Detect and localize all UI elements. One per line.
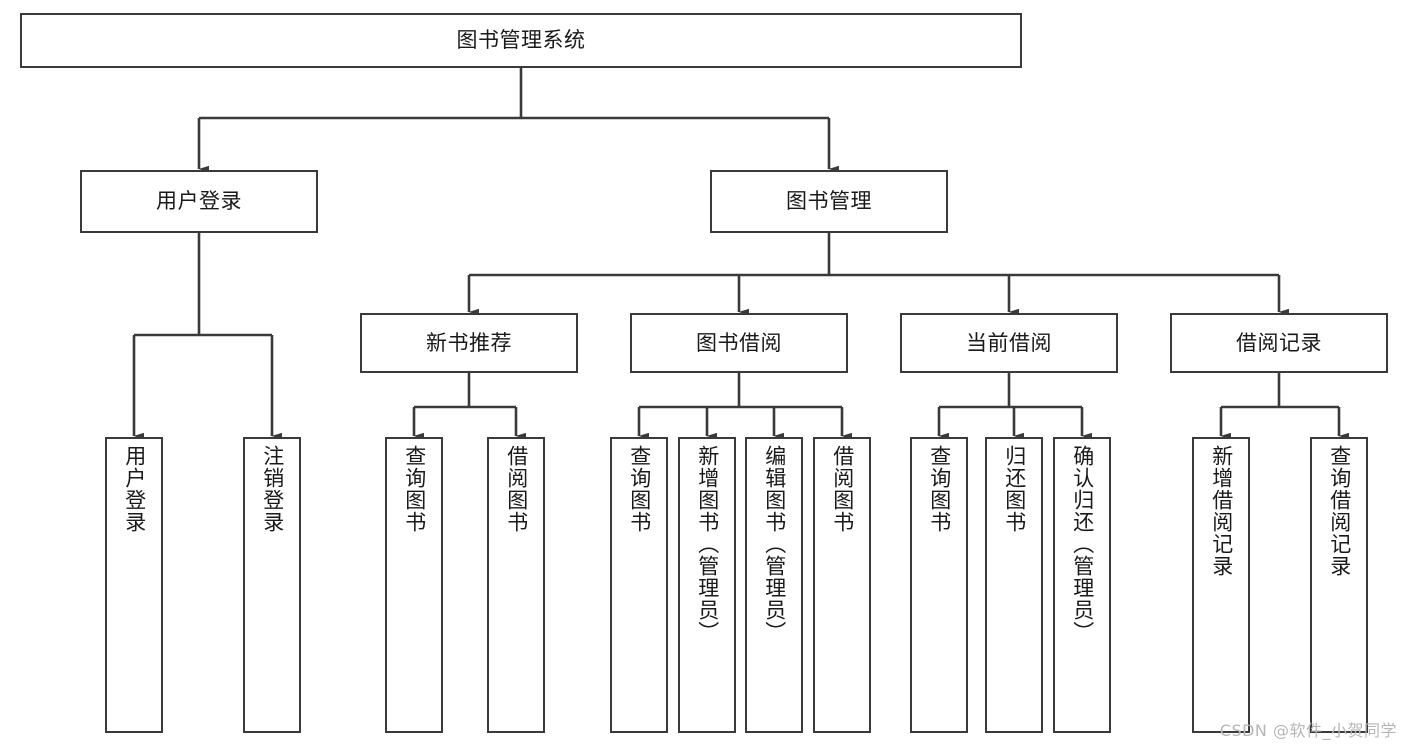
node-user-login[interactable]: 用户登录 xyxy=(80,170,318,233)
node-leaf-query-book-cur[interactable]: 查询图书 xyxy=(910,437,968,733)
node-label: 图书管理 xyxy=(786,189,872,214)
node-label: 用户登录 xyxy=(156,189,242,214)
node-new-book-recommend[interactable]: 新书推荐 xyxy=(360,313,578,373)
node-leaf-query-book-borrow[interactable]: 查询图书 xyxy=(610,437,668,733)
node-label: 归还图书 xyxy=(1002,445,1027,533)
node-leaf-borrow-book[interactable]: 借阅图书 xyxy=(813,437,871,733)
node-label: 注销登录 xyxy=(260,445,285,533)
node-label: 借阅记录 xyxy=(1236,330,1322,355)
node-leaf-add-book[interactable]: 新增图书（管理员） xyxy=(678,437,736,733)
node-root[interactable]: 图书管理系统 xyxy=(20,13,1022,68)
node-label: 新书推荐 xyxy=(426,330,512,355)
node-borrow-record[interactable]: 借阅记录 xyxy=(1170,313,1388,373)
node-book-manage[interactable]: 图书管理 xyxy=(710,170,948,233)
node-leaf-edit-book[interactable]: 编辑图书（管理员） xyxy=(745,437,803,733)
node-label: 查询图书 xyxy=(927,445,952,533)
node-label: 编辑图书（管理员） xyxy=(762,445,787,643)
node-label: 查询图书 xyxy=(627,445,652,533)
node-label: 确认归还（管理员） xyxy=(1070,445,1095,643)
node-label: 用户登录 xyxy=(122,445,147,533)
node-leaf-confirm-return[interactable]: 确认归还（管理员） xyxy=(1053,437,1111,733)
node-label: 当前借阅 xyxy=(966,330,1052,355)
node-label: 查询借阅记录 xyxy=(1327,445,1352,577)
node-book-borrow[interactable]: 图书借阅 xyxy=(630,313,848,373)
node-label: 查询图书 xyxy=(402,445,427,533)
node-label: 图书借阅 xyxy=(696,330,782,355)
node-leaf-borrow-book-rec[interactable]: 借阅图书 xyxy=(487,437,545,733)
node-leaf-query-record[interactable]: 查询借阅记录 xyxy=(1310,437,1368,733)
node-label: 图书管理系统 xyxy=(456,28,586,53)
node-leaf-query-book-rec[interactable]: 查询图书 xyxy=(385,437,443,733)
node-label: 新增借阅记录 xyxy=(1209,445,1234,577)
node-label: 借阅图书 xyxy=(830,445,855,533)
node-label: 新增图书（管理员） xyxy=(695,445,720,643)
node-current-borrow[interactable]: 当前借阅 xyxy=(900,313,1118,373)
node-leaf-add-record[interactable]: 新增借阅记录 xyxy=(1192,437,1250,733)
node-label: 借阅图书 xyxy=(504,445,529,533)
connector-lines xyxy=(132,68,1349,440)
node-leaf-user-logout[interactable]: 注销登录 xyxy=(243,437,301,733)
node-leaf-return-book[interactable]: 归还图书 xyxy=(985,437,1043,733)
node-leaf-user-login[interactable]: 用户登录 xyxy=(105,437,163,733)
